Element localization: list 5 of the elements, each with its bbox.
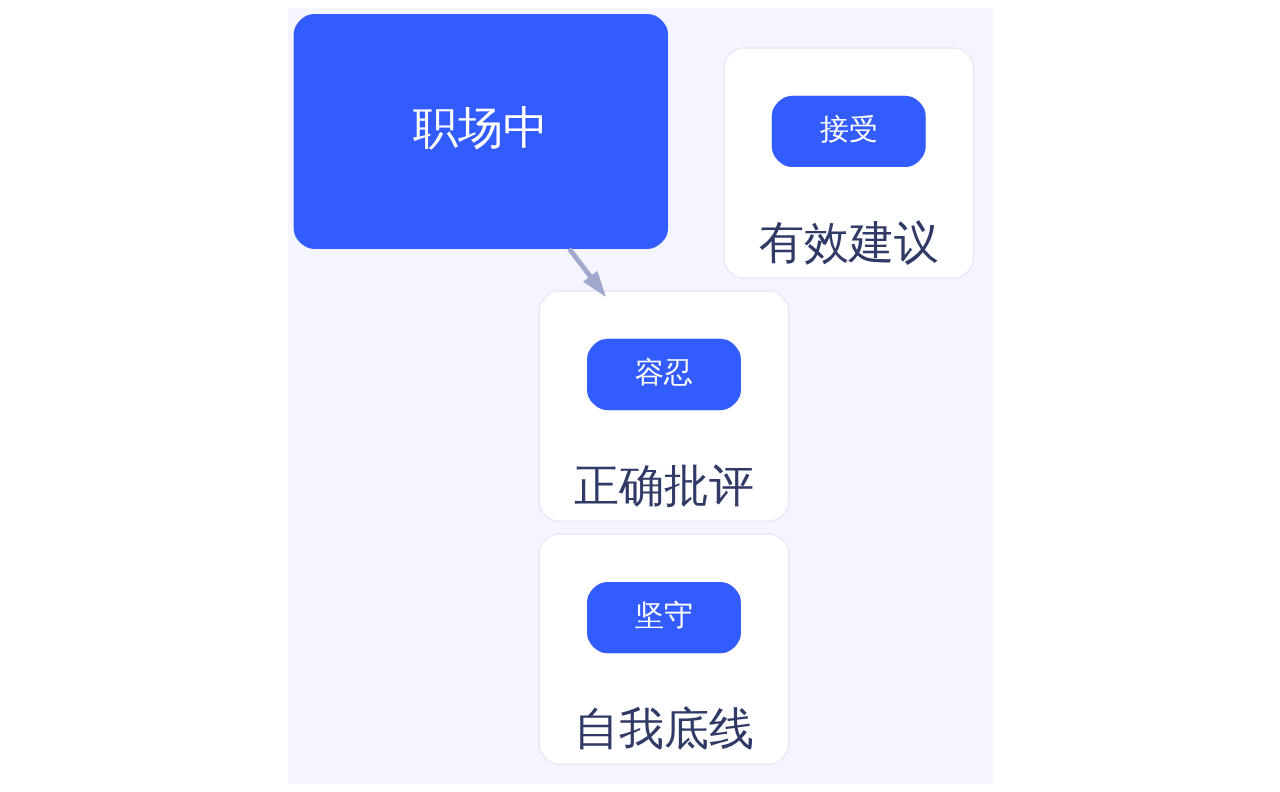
node-box: 接受 xyxy=(771,95,926,168)
node-box: 坚守 xyxy=(586,581,741,654)
node-box: 容忍 xyxy=(586,338,741,411)
arrow xyxy=(566,247,606,297)
node-box: 职场中 xyxy=(293,13,668,249)
